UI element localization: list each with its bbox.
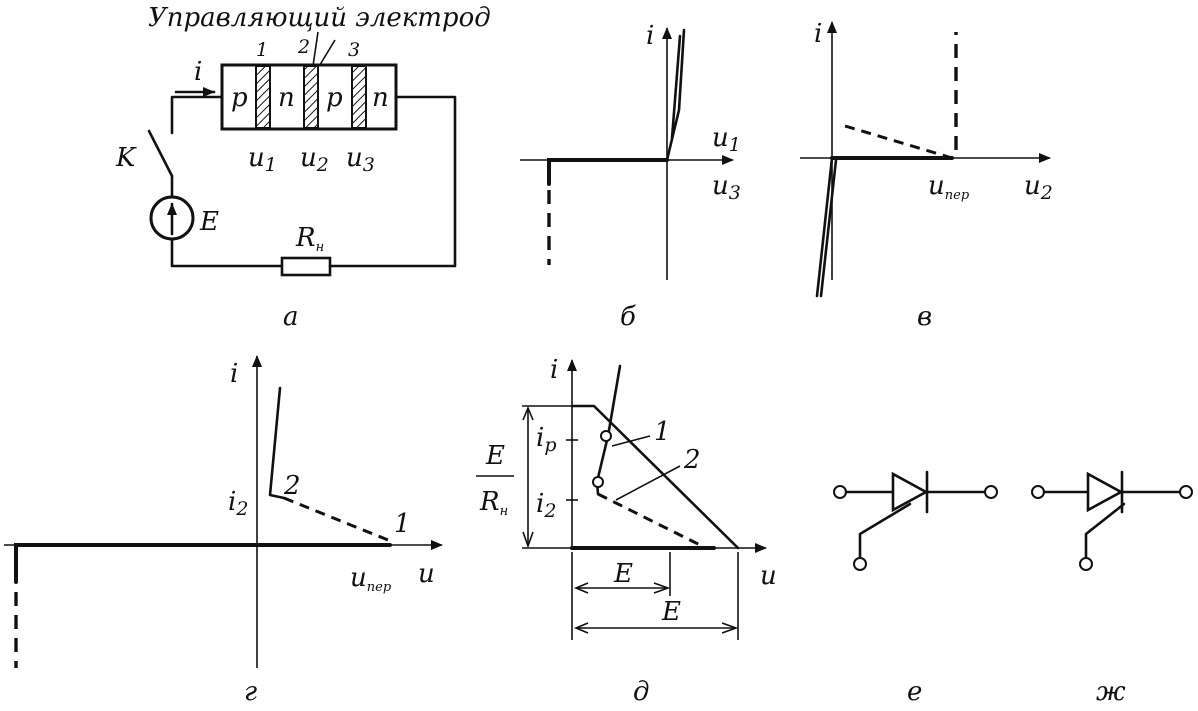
junction-label-3: 3 — [348, 39, 360, 61]
d-e-short-arrow-r — [653, 582, 671, 594]
layer-n-1: n — [278, 83, 295, 113]
v-reverse-branch — [815, 156, 834, 298]
diagram-g-thyristor-iv: i i2 2 1 uпер u г — [4, 355, 443, 707]
d-i2-label: i2 — [536, 489, 556, 522]
gate-leader-line — [312, 31, 319, 67]
source-label: E — [199, 207, 219, 237]
v-negative-resistance — [844, 124, 953, 160]
wire-bottom — [170, 237, 284, 268]
wire-left-top — [170, 95, 224, 135]
zh-cathode-terminal — [1179, 485, 1193, 499]
d-ratio-arrow-top — [522, 405, 534, 421]
d-on-state-branch — [595, 364, 622, 496]
current-label: i — [194, 57, 202, 87]
caption-d: д — [633, 677, 649, 707]
zh-diode-triangle — [1086, 471, 1124, 513]
g-x-label: u — [418, 559, 435, 589]
e-cathode-terminal — [984, 485, 998, 499]
g-off-state — [14, 543, 392, 584]
voltage-label-u1: u1 — [248, 143, 277, 176]
caption-g: г — [244, 677, 257, 707]
d-y-label: i — [550, 355, 558, 385]
zh-anode-terminal — [1031, 485, 1045, 499]
switch-label: K — [115, 143, 137, 173]
junction-label-1: 1 — [256, 39, 268, 61]
b-x-label-u1: u1 — [712, 123, 741, 156]
d-x-label: u — [760, 561, 777, 591]
e-anode-terminal — [833, 485, 847, 499]
diagram-v-junction-iv: i uпер u2 в — [800, 19, 1053, 332]
zh-gate-lead — [1084, 502, 1126, 560]
d-operating-point-upper — [600, 430, 612, 442]
junction-label-2: 2 — [297, 36, 310, 58]
layer-p-2: p — [326, 83, 343, 113]
d-ratio-den: Rн — [479, 487, 508, 519]
b-forward-branch-inner — [670, 34, 682, 140]
diagram-d-load-line: i u E Rн iр i2 1 2 E E д — [476, 355, 777, 707]
switch-k — [147, 129, 174, 178]
b-y-label: i — [646, 21, 654, 51]
b-reverse-solid — [547, 158, 669, 186]
junction-2-hatch — [303, 65, 319, 129]
d-curve-1-label: 1 — [654, 417, 671, 447]
d-e-short-label: E — [613, 559, 633, 589]
d-curve-2-label: 2 — [683, 445, 701, 475]
d-e-short-arrow-l — [573, 582, 589, 594]
wire-right — [328, 95, 457, 268]
d-ratio-arrow-bottom — [522, 531, 534, 549]
g-breakdown-label: uпер — [350, 563, 392, 595]
b-x-label-u3: u3 — [712, 171, 741, 204]
d-e-long-arrow-l — [573, 622, 589, 634]
gate-electrode-title: Управляющий электрод — [148, 3, 491, 33]
diagram-b-junction-iv: i u1 u3 б — [520, 21, 741, 332]
d-load-line-1 — [570, 404, 740, 550]
junction-3-leader — [317, 39, 336, 69]
e-gate-lead — [858, 502, 912, 560]
caption-zh: ж — [1096, 677, 1126, 707]
diagram-a-circuit: Управляющий электрод 1 2 3 p n p n i K E… — [115, 3, 491, 332]
d-e-long-arrow-r — [721, 622, 739, 634]
g-i2-label: i2 — [228, 487, 248, 520]
e-diode-triangle — [891, 471, 929, 513]
zh-gate-terminal — [1079, 557, 1093, 571]
g-point-2: 2 — [283, 471, 301, 501]
junction-3-hatch — [351, 65, 367, 129]
layer-p-1: p — [231, 83, 248, 113]
d-operating-point-lower — [592, 476, 604, 488]
voltage-label-u3: u3 — [346, 143, 375, 176]
e-gate-terminal — [853, 557, 867, 571]
d-curve-1-leader — [611, 435, 651, 447]
b-forward-branch — [665, 28, 686, 162]
d-ip-label: iр — [536, 423, 557, 456]
caption-e: е — [907, 677, 922, 707]
v-reverse-branch-inner — [819, 158, 838, 298]
layer-n-2: n — [372, 83, 389, 113]
g-point-1: 1 — [394, 509, 411, 539]
caption-a: а — [283, 302, 299, 332]
voltage-label-u2: u2 — [300, 143, 329, 176]
v-breakdown-label: uпер — [928, 171, 970, 203]
v-y-label: i — [814, 19, 822, 49]
v-x-label-u2: u2 — [1024, 171, 1053, 204]
d-curve-2-leader — [615, 465, 681, 501]
diagram-e-thyristor-symbol: е — [833, 470, 998, 707]
g-y-label: i — [230, 359, 238, 389]
caption-v: в — [917, 302, 932, 332]
d-e-long-label: E — [661, 597, 681, 627]
d-load-line-2-dashed — [597, 492, 703, 548]
d-ratio-num: E — [485, 441, 505, 471]
load-resistor — [280, 256, 332, 277]
g-negative-resistance — [283, 496, 389, 542]
diagram-zh-thyristor-symbol: ж — [1031, 470, 1193, 707]
caption-b: б — [620, 302, 636, 332]
resistor-label: Rн — [295, 223, 324, 255]
junction-1-hatch — [255, 65, 271, 129]
g-on-state — [268, 386, 286, 500]
